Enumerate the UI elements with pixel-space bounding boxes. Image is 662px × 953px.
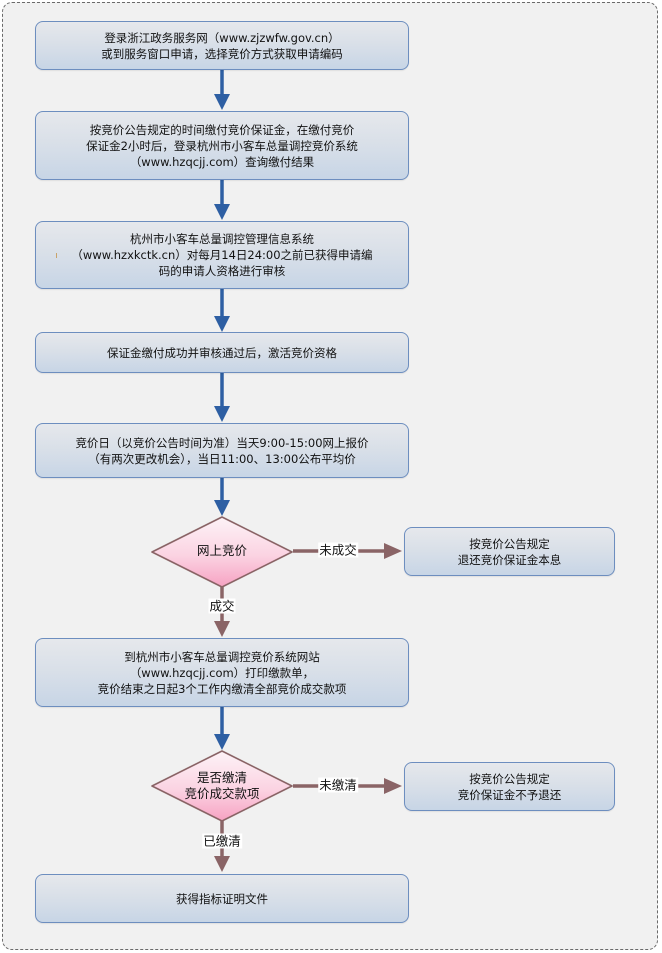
edge-label-unpaid: 未缴清 xyxy=(318,777,358,793)
result-refund: 按竞价公告规定 退还竞价保证金本息 xyxy=(404,527,615,576)
stray-mark xyxy=(56,253,57,258)
step-deposit-line-3: （www.hzqcjj.com）查询缴付结果 xyxy=(129,154,315,169)
step-pay: 到杭州市小客车总量调控竞价系统网站 （www.hzqcjj.com）打印缴款单，… xyxy=(35,638,409,707)
flow-arrow-4 xyxy=(214,373,230,422)
result-refund-line-1: 按竞价公告规定 xyxy=(469,536,550,551)
flow-arrow-3 xyxy=(214,289,230,332)
flow-arrow-1 xyxy=(214,70,230,110)
step-deposit-line-1: 按竞价公告规定的时间缴付竞价保证金，在缴付竞价 xyxy=(89,122,355,137)
step-apply-line-1: 登录浙江政务服务网（www.zjzwfw.gov.cn） xyxy=(104,30,340,45)
step-certificate-line-1: 获得指标证明文件 xyxy=(176,891,268,906)
step-apply: 登录浙江政务服务网（www.zjzwfw.gov.cn） 或到服务窗口申请，选择… xyxy=(35,21,409,70)
step-deposit-line-2: 保证金2小时后，登录杭州市小客车总量调控竞价系统 xyxy=(86,138,358,153)
step-deposit: 按竞价公告规定的时间缴付竞价保证金，在缴付竞价 保证金2小时后，登录杭州市小客车… xyxy=(35,111,409,180)
flow-arrow-5 xyxy=(214,478,230,516)
result-forfeit-line-1: 按竞价公告规定 xyxy=(469,771,550,786)
step-certificate: 获得指标证明文件 xyxy=(35,874,409,923)
decision-online-bid-line-1: 网上竞价 xyxy=(196,543,248,558)
step-activate: 保证金缴付成功并审核通过后，激活竞价资格 xyxy=(35,332,409,373)
step-apply-line-2: 或到服务窗口申请，选择竞价方式获取申请编码 xyxy=(101,46,343,61)
flow-arrow-2 xyxy=(214,180,230,220)
decision-paid-check-line-1: 是否缴清 xyxy=(196,770,248,785)
decision-online-bid-label: 网上竞价 xyxy=(197,543,247,559)
decision-paid-check-label: 是否缴清 竞价成交款项 xyxy=(184,770,259,802)
step-bid-day-line-2: （有两次更改机会），当日11:00、13:00公布平均价 xyxy=(88,451,356,466)
step-review-line-2: （www.hzxkctk.cn）对每月14日24:00之前已获得申请编 xyxy=(71,248,373,262)
step-pay-line-3: 竞价结束之日起3个工作内缴清全部竞价成交款项 xyxy=(97,681,347,696)
edge-label-paid: 已缴清 xyxy=(202,833,242,849)
step-bid-day: 竞价日（以竞价公告时间为准）当天9:00-15:00网上报价 （有两次更改机会）… xyxy=(35,423,409,478)
edge-label-no-deal: 未成交 xyxy=(318,542,358,558)
decision-paid-check-line-2: 竞价成交款项 xyxy=(184,786,260,801)
step-bid-day-line-1: 竞价日（以竞价公告时间为准）当天9:00-15:00网上报价 xyxy=(75,435,369,450)
result-refund-line-2: 退还竞价保证金本息 xyxy=(457,552,562,567)
step-review-line-3: 码的申请人资格进行审核 xyxy=(158,264,286,278)
result-forfeit: 按竞价公告规定 竞价保证金不予退还 xyxy=(404,762,615,811)
step-pay-line-1: 到杭州市小客车总量调控竞价系统网站 xyxy=(124,649,320,664)
edge-label-deal: 成交 xyxy=(208,598,236,614)
flow-arrow-6 xyxy=(214,707,230,750)
result-forfeit-line-2: 竞价保证金不予退还 xyxy=(457,787,562,802)
step-activate-line-1: 保证金缴付成功并审核通过后，激活竞价资格 xyxy=(107,345,337,360)
step-pay-line-2: （www.hzqcjj.com）打印缴款单， xyxy=(129,665,315,680)
step-review: 杭州市小客车总量调控管理信息系统 （www.hzxkctk.cn）对每月14日2… xyxy=(35,221,409,289)
step-review-line-1: 杭州市小客车总量调控管理信息系统 xyxy=(130,232,314,246)
